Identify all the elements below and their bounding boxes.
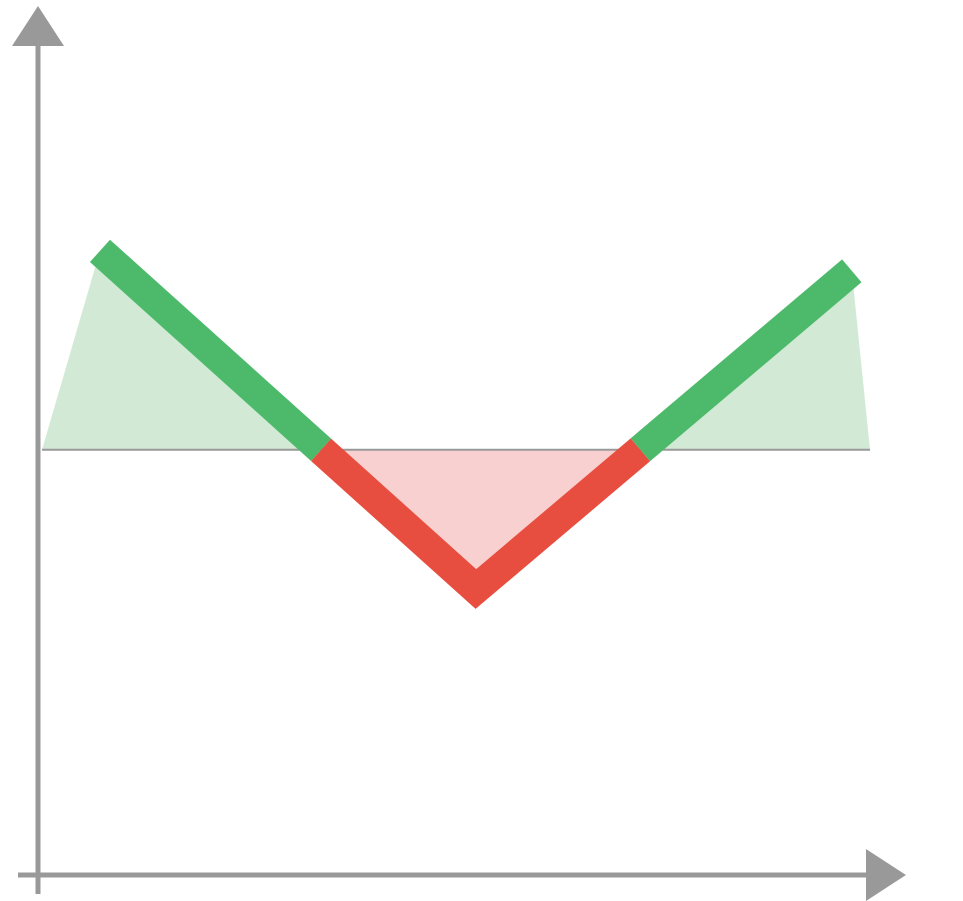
y-axis-arrow-icon — [12, 6, 64, 46]
axes — [12, 6, 906, 901]
x-axis-arrow-icon — [866, 849, 906, 901]
negative-line — [311, 438, 651, 609]
positive-line-left — [89, 239, 332, 461]
positive-line-right — [630, 259, 862, 462]
plot-area — [42, 239, 870, 609]
negative-area — [321, 449, 641, 590]
